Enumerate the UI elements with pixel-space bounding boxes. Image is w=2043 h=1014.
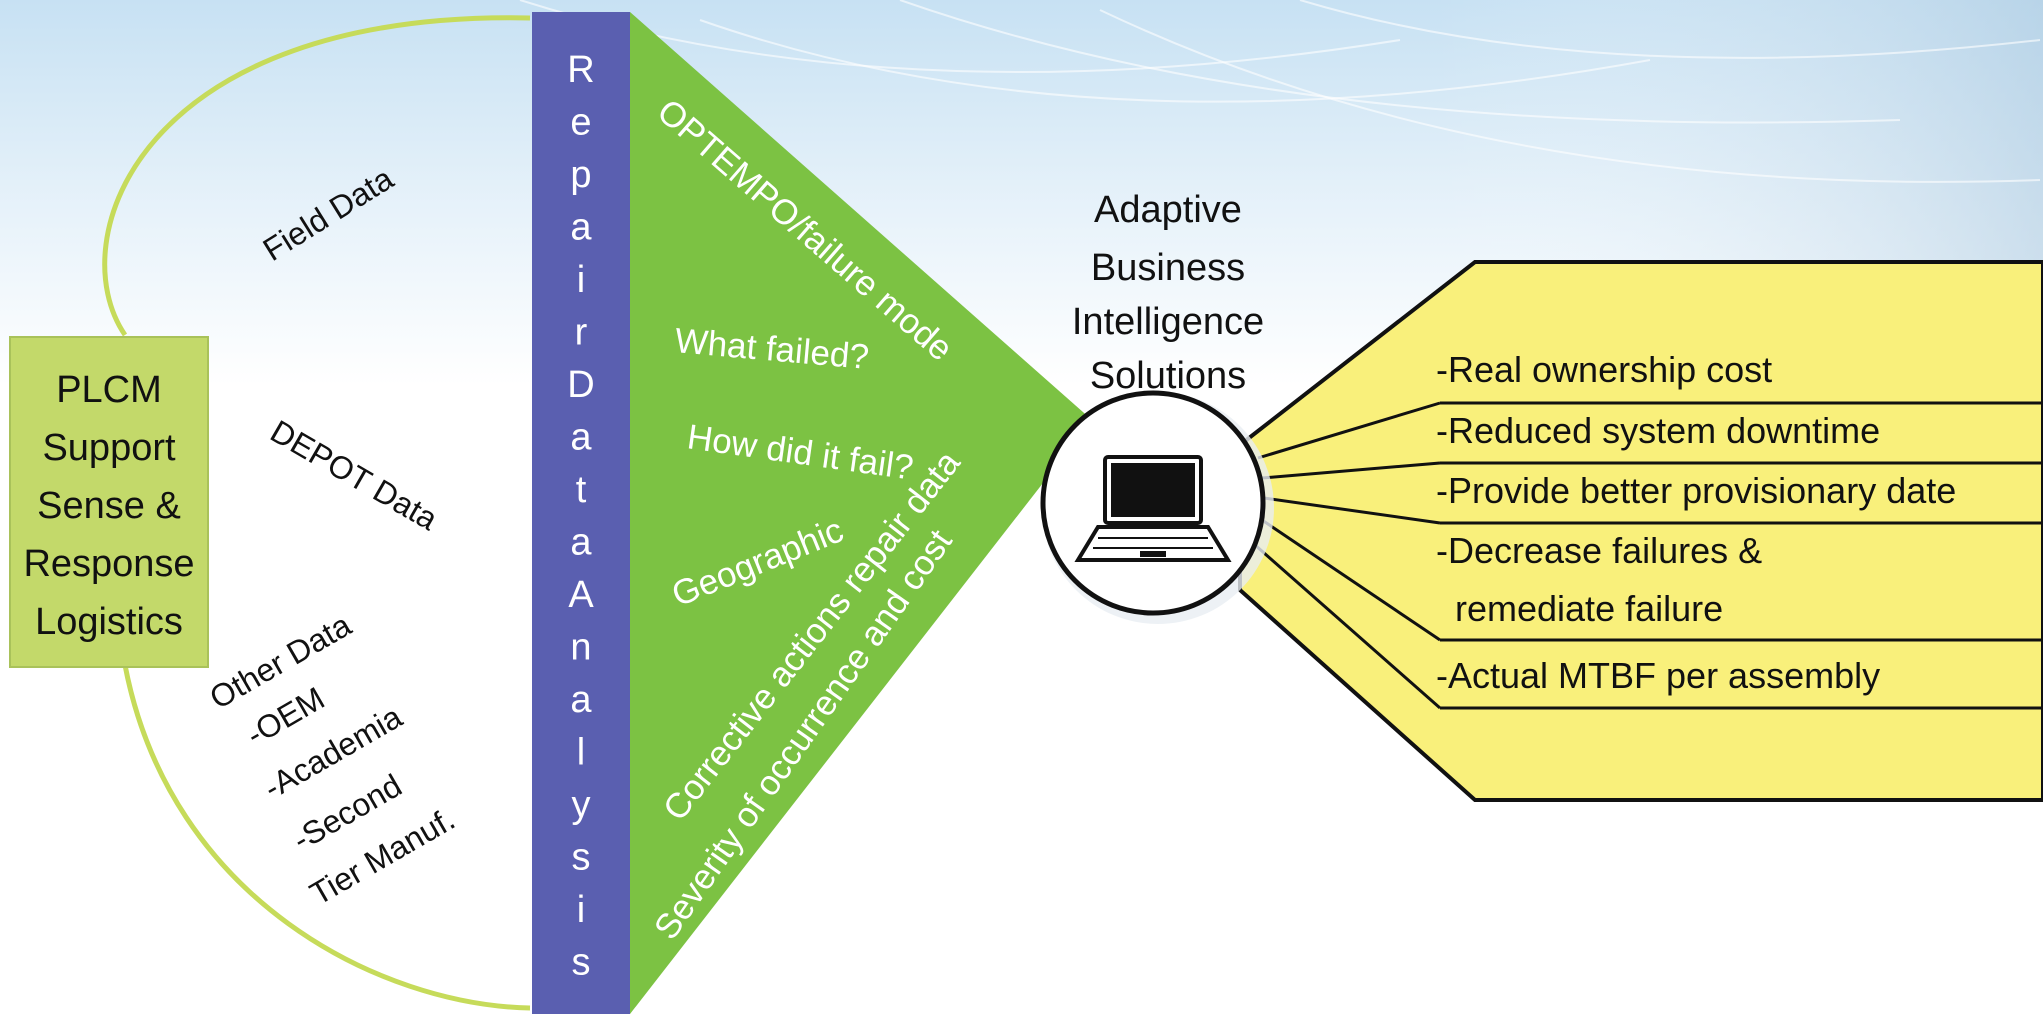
benefit-item: -Provide better provisionary date xyxy=(1436,470,1956,511)
solutions-title: Adaptive Business Intelligence Solutions xyxy=(1072,189,1264,397)
solutions-title-line: Adaptive xyxy=(1094,189,1242,231)
background-tint xyxy=(0,0,2043,300)
bar-letter: s xyxy=(572,837,591,879)
plcm-box-text: PLCM Support Sense & Response Logistics xyxy=(23,369,194,643)
bar-letter: a xyxy=(570,207,592,249)
plcm-line: PLCM xyxy=(56,369,162,411)
plcm-line: Response xyxy=(23,543,194,585)
bar-letter: e xyxy=(570,102,591,144)
benefit-item: -Decrease failures & xyxy=(1436,530,1762,571)
plcm-line: Sense & xyxy=(37,485,181,527)
benefit-item: -Reduced system downtime xyxy=(1436,410,1880,451)
bar-letter: l xyxy=(577,732,585,774)
bar-letter: a xyxy=(570,417,592,459)
bar-letter: p xyxy=(570,154,591,196)
benefit-item: -Real ownership cost xyxy=(1436,349,1772,390)
bar-letter: n xyxy=(570,627,591,669)
bar-letter: s xyxy=(572,942,591,984)
bar-letter: A xyxy=(568,574,594,616)
bar-letter: a xyxy=(570,679,592,721)
solutions-title-line: Business xyxy=(1091,247,1245,289)
bar-letter: y xyxy=(572,784,591,826)
benefit-item: -Actual MTBF per assembly xyxy=(1436,655,1880,696)
repair-data-analysis-bar xyxy=(532,12,630,1014)
plcm-box xyxy=(9,336,209,668)
plcm-line: Support xyxy=(42,427,176,469)
solutions-title-line: Intelligence xyxy=(1072,301,1264,343)
benefit-item: remediate failure xyxy=(1455,588,1723,629)
bar-letter: t xyxy=(576,469,587,511)
bar-letter: R xyxy=(567,49,594,91)
data-sources-arc xyxy=(102,15,531,1011)
bar-letter: D xyxy=(567,364,594,406)
bar-letter: i xyxy=(577,259,585,301)
solutions-title-line: Solutions xyxy=(1090,355,1246,397)
plcm-line: Logistics xyxy=(35,601,183,643)
bar-letter: r xyxy=(575,312,588,354)
analysis-triangle xyxy=(630,12,1092,1014)
benefit-dividers xyxy=(1254,401,2043,710)
laptop-icon xyxy=(1074,455,1232,562)
bar-letter: a xyxy=(570,522,592,564)
bar-letter: i xyxy=(577,889,585,931)
